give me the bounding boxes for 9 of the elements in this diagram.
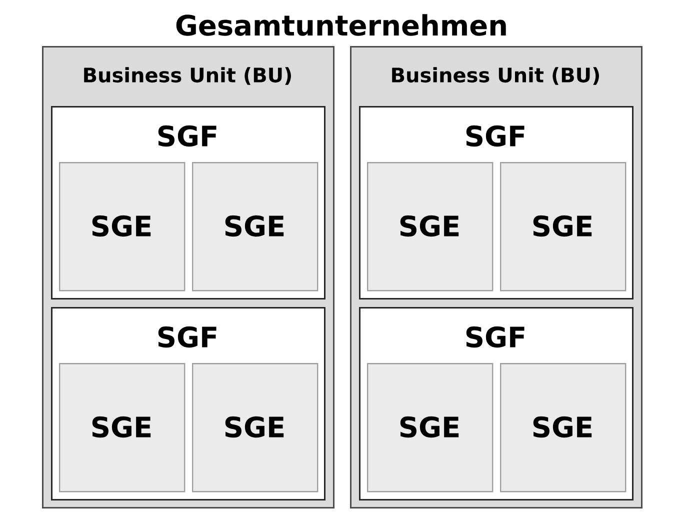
unit-box: SGE (59, 363, 186, 492)
diagram-title: Gesamtunternehmen (176, 14, 506, 36)
unit-box: SGE (59, 162, 186, 292)
unit-box: SGE (500, 162, 626, 292)
unit-box: SGE (367, 162, 494, 292)
unit-box: SGE (367, 363, 494, 492)
unit-box: SGE (192, 162, 318, 292)
unit-box: SGE (192, 363, 318, 492)
unit-box: SGE (500, 363, 626, 492)
